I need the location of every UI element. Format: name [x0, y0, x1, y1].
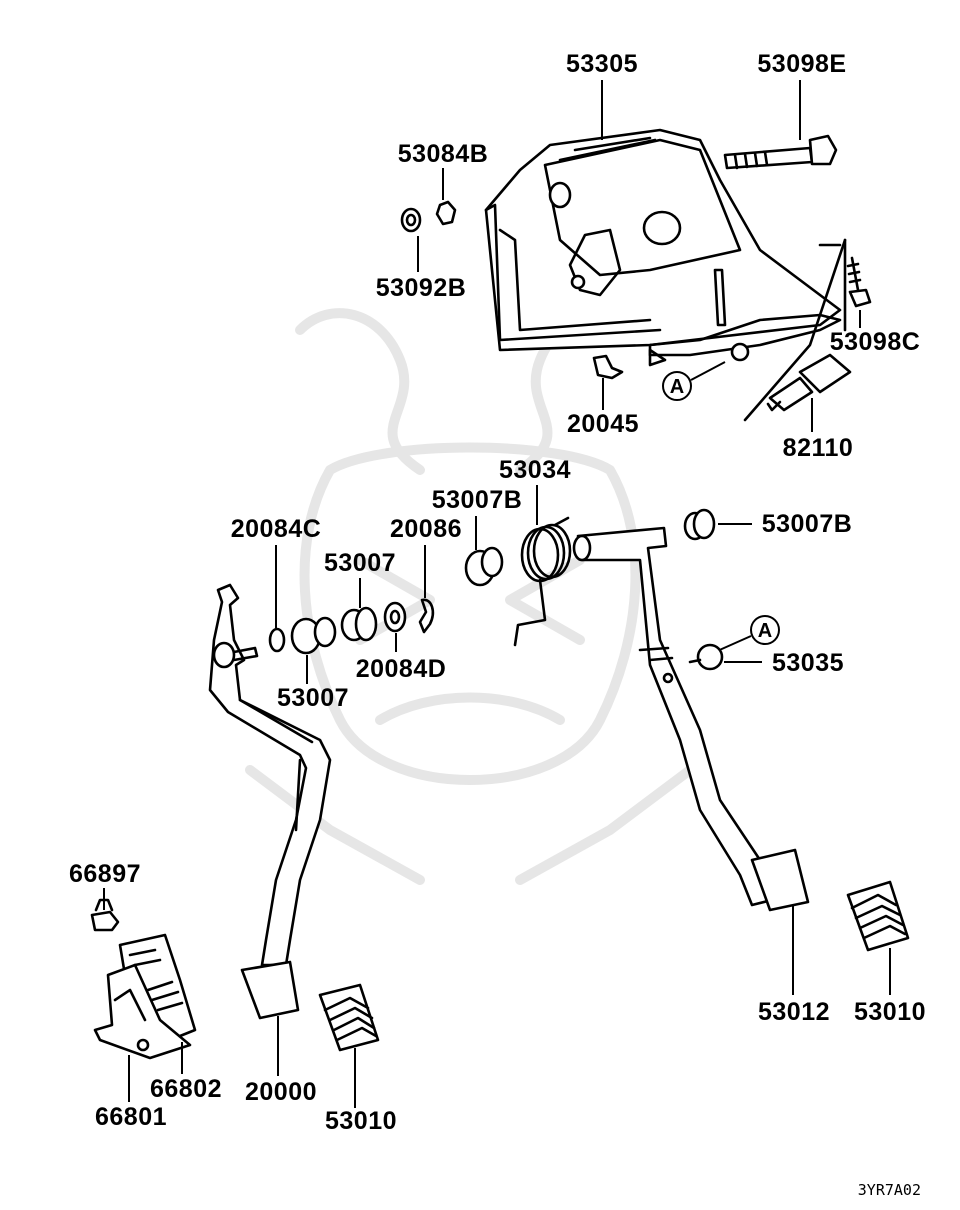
label-53098C: 53098C: [830, 328, 921, 356]
label-20086: 20086: [390, 515, 462, 543]
pedal-bracket-53305: [484, 128, 842, 367]
label-53305: 53305: [566, 50, 638, 78]
bushing-53007-right: [340, 606, 378, 642]
label-82110: 82110: [783, 434, 854, 462]
label-53007B-left: 53007B: [432, 486, 523, 514]
clip-20086: [418, 598, 435, 634]
label-53098E: 53098E: [757, 50, 846, 78]
pedal-pad-53010-left: [318, 983, 380, 1052]
callout-a-lower: A: [714, 615, 780, 653]
leader-lines: [103, 80, 891, 1108]
pedal-arm-20000: [208, 583, 332, 967]
ring-20084C: [268, 627, 286, 653]
label-66801: 66801: [95, 1103, 167, 1131]
label-53012: 53012: [758, 998, 830, 1026]
callout-a-upper-text: A: [670, 376, 684, 398]
nut-53084B: [435, 200, 457, 226]
callout-a-lower-text: A: [758, 620, 772, 642]
label-66897: 66897: [69, 860, 141, 888]
label-53007-lower: 53007: [277, 684, 349, 712]
clip-20045: [592, 354, 624, 380]
bushing-53007-left: [290, 616, 337, 655]
accelerator-bracket-66801: [93, 963, 192, 1060]
pedal-pad-20000: [240, 960, 300, 1020]
label-20084C: 20084C: [231, 515, 322, 543]
bushing-53007B-right: [683, 508, 716, 541]
spring-53034: [513, 516, 572, 647]
label-53035: 53035: [772, 649, 844, 677]
bolt-53035: [688, 643, 724, 671]
pedal-pad-53010-right: [846, 880, 910, 952]
switch-82110: [743, 238, 852, 422]
label-20045: 20045: [567, 410, 639, 438]
label-53084B: 53084B: [398, 140, 489, 168]
bolt-53098C: [846, 256, 872, 308]
label-66802: 66802: [150, 1075, 222, 1103]
label-53007-upper: 53007: [324, 549, 396, 577]
label-53092B: 53092B: [376, 274, 467, 302]
washer-20084D: [383, 601, 407, 633]
callout-a-upper: A: [662, 361, 726, 401]
pedal-pad-53012: [750, 848, 810, 912]
label-53010-right: 53010: [854, 998, 926, 1026]
nut-53092B: [400, 207, 422, 233]
drawing-code: 3YR7A02: [858, 1181, 921, 1199]
label-53007B-right: 53007B: [762, 510, 853, 538]
label-20000: 20000: [245, 1078, 317, 1106]
label-53010-left: 53010: [325, 1107, 397, 1135]
label-20084D: 20084D: [356, 655, 447, 683]
label-53034: 53034: [499, 456, 571, 484]
bolt-53098E: [723, 134, 838, 170]
bushing-53007B-left: [464, 546, 504, 587]
